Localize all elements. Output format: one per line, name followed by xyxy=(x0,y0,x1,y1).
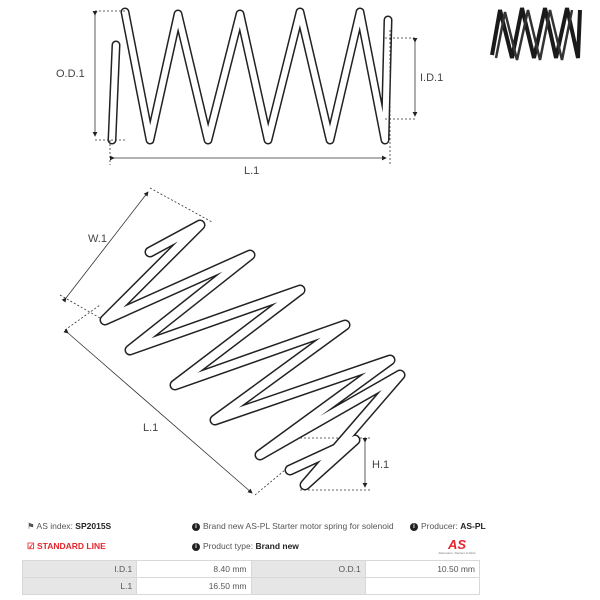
spring-side-view xyxy=(107,7,393,145)
length-label-top: L.1 xyxy=(244,165,260,177)
specs-table: I.D.1 8.40 mm O.D.1 10.50 mm L.1 16.50 m… xyxy=(21,560,481,595)
length-label-bottom: L.1 xyxy=(143,422,159,434)
spring-drawings xyxy=(59,7,582,496)
id-label: I.D.1 xyxy=(420,72,444,84)
spec-key: L.1 xyxy=(21,577,138,595)
width-label: W.1 xyxy=(88,233,107,245)
spec-value: 16.50 mm xyxy=(136,577,252,595)
spec-key: I.D.1 xyxy=(21,560,138,578)
dimension-lines xyxy=(59,10,418,496)
as-index: ⚑ AS index: SP2015S xyxy=(27,521,112,531)
spec-value: 10.50 mm xyxy=(364,560,481,578)
info-icon: i xyxy=(410,522,418,531)
spec-key: O.D.1 xyxy=(250,560,366,578)
info-icon: i xyxy=(192,522,200,531)
tag-icon: ⚑ xyxy=(27,521,35,531)
od-label: O.D.1 xyxy=(56,68,85,80)
table-row: I.D.1 8.40 mm O.D.1 10.50 mm xyxy=(21,560,481,578)
info-icon: i xyxy=(192,542,200,551)
spring-perspective-view xyxy=(99,219,406,491)
height-label: H.1 xyxy=(372,459,390,471)
spec-value: 8.40 mm xyxy=(136,560,252,578)
as-pl-logo: AS Alternators, Starters & Parts xyxy=(438,537,476,555)
spec-key xyxy=(250,577,366,595)
checkbox-icon: ☑ xyxy=(27,541,35,551)
table-row: L.1 16.50 mm xyxy=(21,577,481,595)
spring-photo xyxy=(490,7,582,61)
spec-value xyxy=(364,577,481,595)
standard-line-badge: ☑ STANDARD LINE xyxy=(27,541,106,551)
